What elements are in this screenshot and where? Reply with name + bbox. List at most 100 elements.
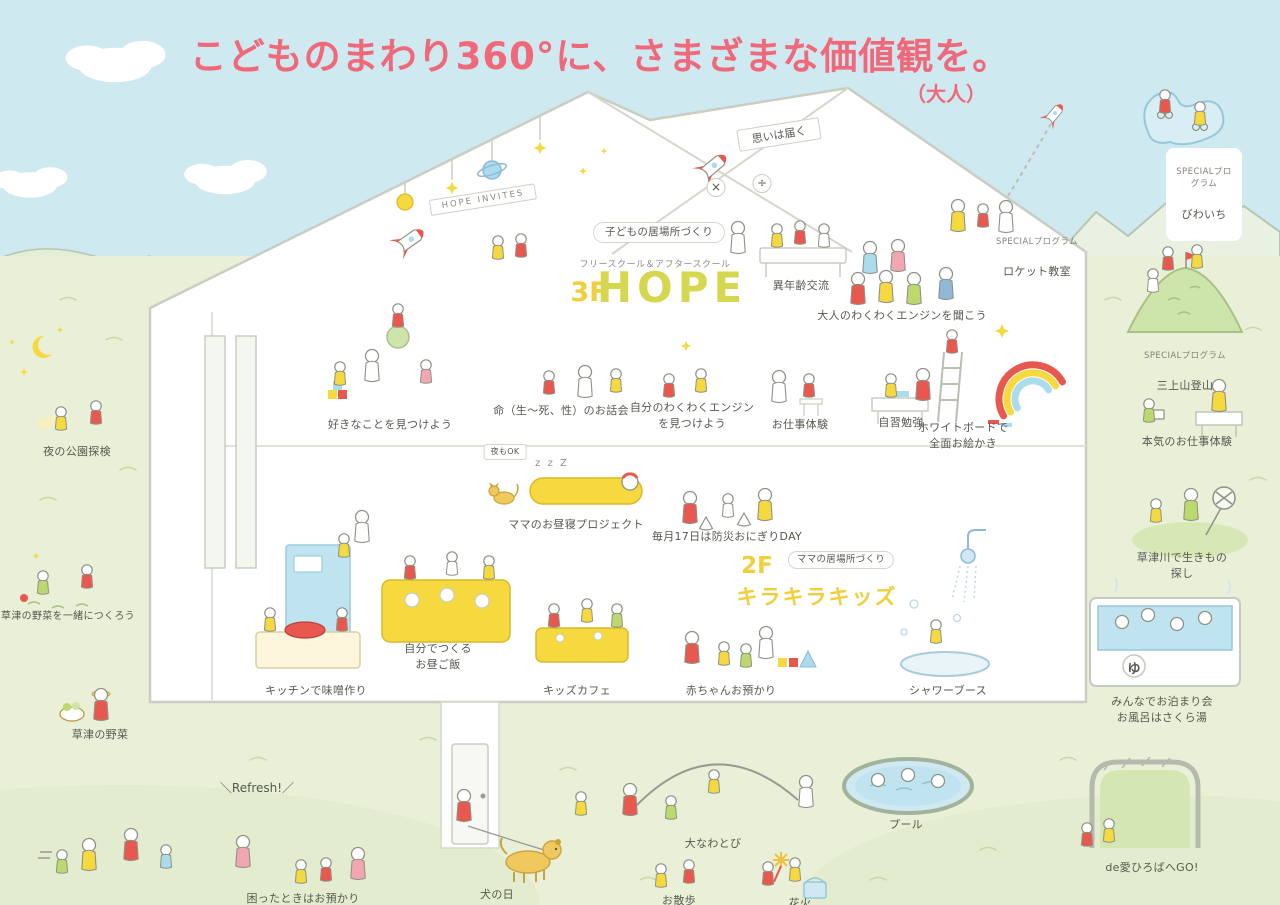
label-fireworks: 花火 [788,897,812,905]
rocket-banners [388,98,1070,261]
window [235,335,257,569]
zzz-text: z z Z [535,458,569,469]
gate-inner [1100,770,1190,848]
divide-mark: ÷ [752,174,772,193]
planet-mobile-icon [482,160,502,180]
label-shower-booth: シャワーブース [909,684,987,697]
floor-label-2f: 2F [741,553,773,579]
joy-marks [38,851,52,859]
label-school-type: フリースクール＆アフタースクール [579,260,731,270]
label-dog-day: 犬の日 [480,888,514,901]
study-desk [871,397,929,412]
special-program-tag: SPECIALプログラム [1144,350,1226,361]
tag-kodomo-ibasho: 子どもの居場所づくり [593,222,725,244]
label-adult-wakuwaku-engine: 大人のわくわくエンジンを聞こう [817,309,987,322]
label-kusatsu-veggies: 草津の野菜 [71,728,129,741]
steam [1114,577,1231,595]
bath-sign-yu: ゆ [1127,662,1141,677]
river-bank [1132,522,1248,558]
cat-icon [493,491,515,505]
label-drop-off-care: 困ったときはお預かり [246,892,360,905]
marker-icon [1001,423,1012,427]
rocket-trail [1007,121,1053,197]
sparkler-icon [773,852,789,868]
door-knob [480,793,486,799]
dog-icon [505,850,551,874]
building-name-kirakira-kids: キラキラキッズ [736,585,898,609]
label-mom-nap-project: ママのお昼寝プロジェクト [508,518,644,531]
label-find-your-engine: 自分のわくわくエンジン を見つけよう [629,401,755,430]
scene-dog-day [467,825,562,883]
mobile-strings [404,116,541,194]
page-subtitle: （大人） [906,82,986,106]
label-make-your-own-lunch: 自分でつくる お昼ご飯 [404,642,472,671]
sink [293,555,323,573]
label-biwaichi: SPECIALプログラム びわいち [1166,148,1242,242]
jump-rope-icon [635,763,799,807]
label-life-talk: 命（生〜死、性）のお話会 [493,404,629,417]
ball-mobile-icon [396,193,414,211]
scene-real-job [1151,409,1243,437]
toy-pyramid [799,649,817,668]
special-program-tag: SPECIALプログラム [1176,167,1232,190]
label-self-study: 自習勉強 [878,416,924,429]
house-body [148,86,1088,704]
label-rocket-class: SPECIALプログラム ロケット教室 [996,236,1078,279]
leash [467,825,545,851]
label-deai-hiroba: de愛ひろばへGO! [1105,861,1199,874]
bath-water [1097,605,1233,651]
nap-futon [529,477,643,505]
scene-kusatsu-river [1132,486,1248,558]
multiply-mark: × [706,178,726,197]
ladder-icon [937,351,963,423]
flag-night-ok: 夜もOK [483,444,527,460]
building-name-hope: HOPE [596,263,748,312]
label-kusatsu-river: 草津川で生きもの探し [1136,551,1228,580]
scene-pool [842,757,974,815]
page-title: こどものまわり360°に、さまざまな価値観を。 [189,35,1011,78]
label-kusatsu-veggies-grow: 草津の野菜を一緒につくろう [1,611,135,622]
scene-vegetable-garden [20,552,89,609]
moon-icon [32,335,52,358]
bucket-icon [803,881,827,899]
label-baby-care: 赤ちゃんお預かり [685,684,777,697]
shower-head-icon [960,548,976,564]
office-desk [1195,411,1243,426]
miso-bowl-icon [284,621,326,639]
label-find-what-you-like: 好きなことを見つけよう [327,418,453,431]
window [204,335,226,569]
floor-label-3f: 3F [570,277,608,308]
house-structure [148,86,1088,849]
scene-sakura-bath [1089,577,1241,687]
label-mixed-age-exchange: 異年齢交流 [772,279,830,292]
mountain-icon [1126,266,1244,333]
toy-block [778,658,787,667]
special-program-tag: SPECIALプログラム [996,236,1078,247]
label-whiteboard-drawing: ホワイトボードで 全面お絵かき [917,421,1009,450]
marker-icon [988,420,999,424]
classroom-desk [759,247,847,264]
toy-block [789,658,798,667]
scene-fireworks [773,852,827,899]
label-kids-cafe: キッズカフェ [543,684,611,697]
scene-2f-props [255,472,990,677]
label-miso-making: キッチンで味噌作り [265,684,367,697]
shower-base [900,651,990,677]
label-real-job-experience: 本気のお仕事体験 [1141,435,1233,448]
label-jump-rope: 大なわとび [684,837,742,850]
balance-ball-icon [386,325,410,349]
planet-ring [476,162,508,178]
label-sleepover: みんなでお泊まり会 お風呂はさくら湯 [1111,695,1213,724]
label-job-experience: お仕事体験 [771,418,829,431]
grass-tufts [39,296,1267,881]
book-icon [896,391,909,397]
tag-mama-ibasho: ママの居場所づくり [787,551,895,569]
label-night-park: 夜の公園探検 [43,445,111,458]
bath-sign-circle [1122,654,1146,678]
cafe-table [535,627,629,663]
label-onigiri-day: 毎月17日は防災おにぎりDAY [651,530,803,543]
label-mikamiyama: SPECIALプログラム 三上山登山 [1144,350,1226,393]
barber-stool [799,398,823,405]
